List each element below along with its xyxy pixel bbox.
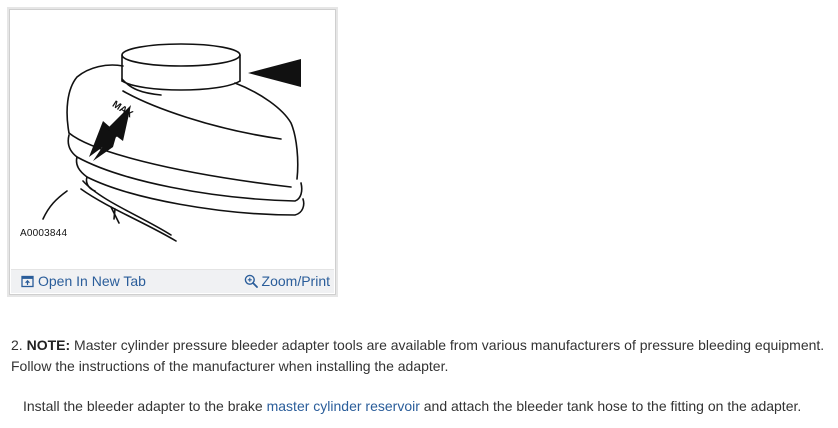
step-number: 2.	[11, 337, 23, 353]
zoom-print-label: Zoom/Print	[261, 273, 330, 289]
zoom-print-link[interactable]: Zoom/Print	[244, 273, 330, 289]
instruction-text-after: and attach the bleeder tank hose to the …	[419, 398, 802, 414]
step-note-paragraph: 2. NOTE: Master cylinder pressure bleede…	[11, 335, 836, 377]
master-cylinder-reservoir-link[interactable]: master cylinder reservoir	[266, 398, 420, 414]
figure-container: MAX A0003844 Open In New Tab Zoo	[9, 9, 336, 295]
note-text: Master cylinder pressure bleeder adapter…	[11, 337, 825, 374]
reservoir-drawing	[42, 43, 305, 242]
figure-id-label: A0003844	[20, 228, 68, 239]
step-instruction: Install the bleeder adapter to the brake…	[23, 396, 835, 417]
note-label: NOTE:	[26, 337, 71, 353]
external-tab-icon	[21, 275, 34, 288]
open-in-new-tab-label: Open In New Tab	[38, 273, 146, 289]
instruction-text-before: Install the bleeder adapter to the brake	[23, 398, 267, 414]
open-in-new-tab-link[interactable]: Open In New Tab	[21, 273, 146, 289]
reservoir-illustration: MAX A0003844	[11, 11, 334, 273]
figure-toolbar: Open In New Tab Zoom/Print	[11, 269, 334, 293]
magnifier-icon	[244, 274, 258, 288]
